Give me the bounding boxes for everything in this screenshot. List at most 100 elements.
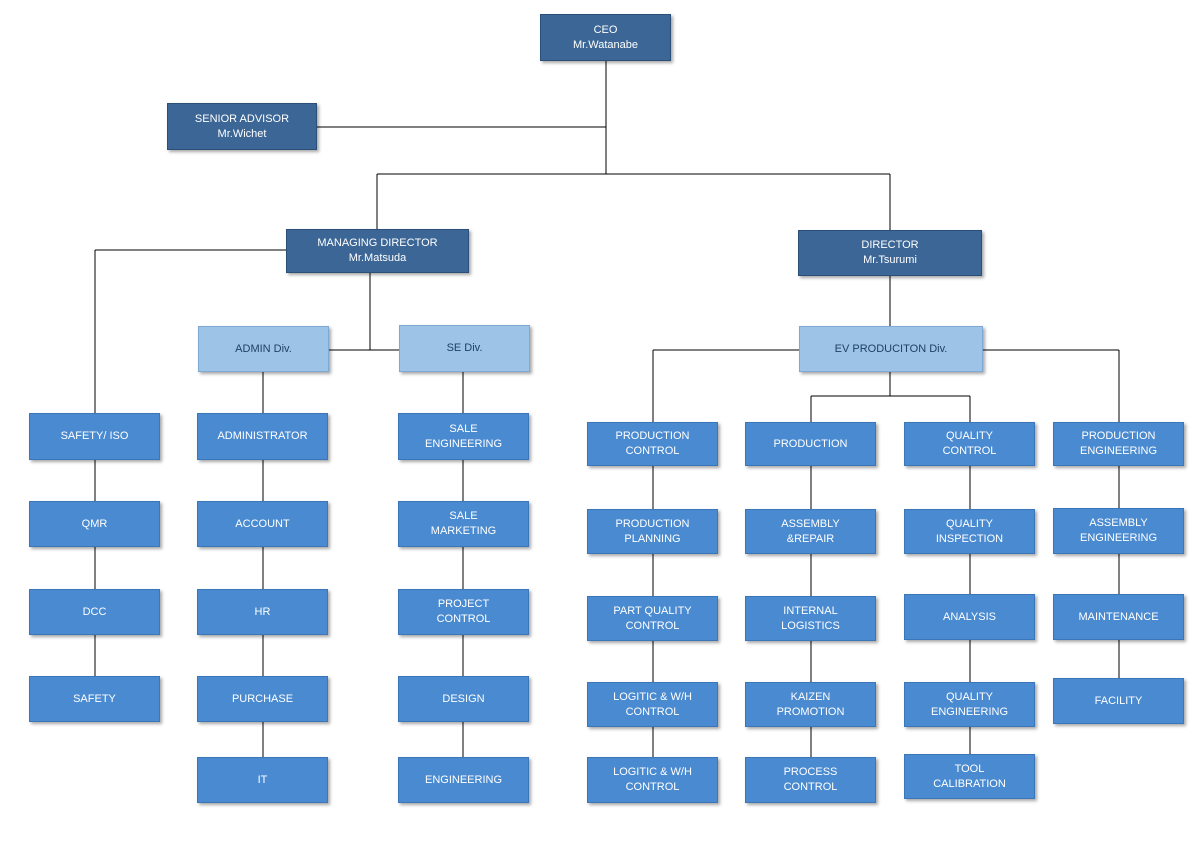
unit-production-planning: PRODUCTION PLANNING — [587, 509, 718, 554]
unit-assembly-engineering: ASSEMBLY ENGINEERING — [1053, 508, 1184, 554]
se-division-label: SE Div. — [446, 342, 483, 354]
unit-label: TOOL — [954, 762, 985, 775]
ceo-name: Mr.Watanabe — [572, 38, 638, 51]
unit-label: ASSEMBLY — [781, 517, 840, 530]
unit-label: LOGITIC & W/H — [613, 690, 692, 703]
unit-dcc: DCC — [29, 589, 160, 635]
se-division-box: SE Div. — [399, 325, 530, 372]
unit-label: KAIZEN — [790, 690, 831, 703]
unit-project-control: PROJECT CONTROL — [398, 589, 529, 635]
director-box: DIRECTOR Mr.Tsurumi — [798, 230, 982, 276]
unit-safety: SAFETY — [29, 676, 160, 722]
unit-label: PRODUCTION — [773, 437, 848, 450]
unit-kaizen-promotion: KAIZEN PROMOTION — [745, 682, 876, 727]
unit-sale-engineering: SALE ENGINEERING — [398, 413, 529, 460]
unit-label: QMR — [81, 517, 108, 530]
unit-label: QUALITY — [945, 690, 994, 703]
unit-administrator: ADMINISTRATOR — [197, 413, 328, 460]
unit-label: ASSEMBLY — [1089, 517, 1148, 529]
unit-maintenance: MAINTENANCE — [1053, 594, 1184, 640]
unit-label: LOGISTICS — [781, 619, 840, 632]
unit-label: &REPAIR — [786, 532, 835, 545]
unit-label: ENGINEERING — [424, 437, 502, 450]
unit-quality-engineering: QUALITY ENGINEERING — [904, 682, 1035, 727]
unit-label: CONTROL — [625, 705, 680, 718]
unit-label: MAINTENANCE — [1078, 610, 1159, 623]
unit-label: SAFETY — [73, 692, 116, 705]
unit-part-quality-control: PART QUALITY CONTROL — [587, 596, 718, 641]
unit-label: ENGINEERING — [1079, 532, 1157, 544]
unit-label: ACCOUNT — [235, 517, 290, 530]
unit-label: PRODUCTION — [615, 517, 690, 530]
unit-safety-iso: SAFETY/ ISO — [29, 413, 160, 460]
unit-label: INSPECTION — [935, 532, 1004, 545]
unit-analysis: ANALYSIS — [904, 594, 1035, 640]
unit-quality-control: QUALITY CONTROL — [904, 422, 1035, 466]
unit-production-control: PRODUCTION CONTROL — [587, 422, 718, 466]
unit-label: CONTROL — [625, 781, 680, 793]
unit-label: PROJECT — [437, 598, 490, 610]
senior-advisor-box: SENIOR ADVISOR Mr.Wichet — [167, 103, 317, 150]
unit-label: PRODUCTION — [615, 430, 690, 442]
ev-production-division-box: EV PRODUCITON Div. — [799, 326, 983, 372]
unit-design: DESIGN — [398, 676, 529, 722]
unit-label: FACILITY — [1094, 694, 1143, 707]
unit-logitic-wh-control: LOGITIC & W/H CONTROL — [587, 682, 718, 727]
unit-facility: FACILITY — [1053, 678, 1184, 724]
unit-assembly-repair: ASSEMBLY &REPAIR — [745, 509, 876, 554]
senior-advisor-title: SENIOR ADVISOR — [194, 112, 290, 125]
unit-label: IT — [257, 773, 268, 786]
unit-production-engineering: PRODUCTION ENGINEERING — [1053, 422, 1184, 466]
managing-director-box: MANAGING DIRECTOR Mr.Matsuda — [286, 229, 469, 273]
unit-tool-calibration: TOOL CALIBRATION — [904, 754, 1035, 799]
unit-label: ADMINISTRATOR — [217, 430, 308, 442]
unit-label: CONTROL — [625, 619, 680, 632]
unit-label: MARKETING — [430, 525, 497, 537]
unit-label: SALE — [449, 422, 478, 435]
unit-qmr: QMR — [29, 501, 160, 547]
unit-quality-inspection: QUALITY INSPECTION — [904, 509, 1035, 554]
unit-purchase: PURCHASE — [197, 676, 328, 722]
ev-production-division-label: EV PRODUCITON Div. — [834, 342, 948, 355]
unit-engineering: ENGINEERING — [398, 757, 529, 803]
unit-label: SAFETY/ ISO — [60, 430, 129, 442]
unit-label: QUALITY — [945, 517, 994, 530]
unit-label: DCC — [82, 605, 107, 618]
unit-label: ENGINEERING — [424, 773, 502, 786]
unit-label: QUALITY — [945, 430, 994, 442]
unit-label: CONTROL — [783, 781, 838, 793]
unit-label: SALE — [449, 510, 478, 522]
admin-division-box: ADMIN Div. — [198, 326, 329, 372]
unit-label: CONTROL — [436, 613, 491, 625]
unit-hr: HR — [197, 589, 328, 635]
unit-label: PRODUCTION — [1081, 430, 1156, 442]
director-name: Mr.Tsurumi — [863, 254, 917, 266]
unit-account: ACCOUNT — [197, 501, 328, 547]
unit-label: PART QUALITY — [613, 604, 692, 617]
unit-process-control: PROCESS CONTROL — [745, 757, 876, 803]
unit-label: DESIGN — [442, 692, 485, 705]
unit-label: CALIBRATION — [933, 777, 1006, 790]
unit-internal-logistics: INTERNAL LOGISTICS — [745, 596, 876, 641]
unit-label: PLANNING — [624, 532, 681, 545]
unit-production: PRODUCTION — [745, 422, 876, 466]
unit-label: HR — [254, 605, 271, 618]
senior-advisor-name: Mr.Wichet — [217, 127, 267, 140]
ceo-title: CEO — [593, 23, 618, 36]
unit-label: PROMOTION — [776, 705, 845, 718]
unit-label: ENGINEERING — [930, 705, 1008, 718]
unit-label: CONTROL — [625, 445, 680, 457]
unit-label: INTERNAL — [783, 604, 838, 617]
unit-label: PURCHASE — [231, 692, 294, 705]
unit-label: PROCESS — [783, 766, 838, 778]
unit-sale-marketing: SALE MARKETING — [398, 501, 529, 547]
ceo-box: CEO Mr.Watanabe — [540, 14, 671, 61]
unit-label: ENGINEERING — [1079, 445, 1157, 457]
unit-it: IT — [197, 757, 328, 803]
admin-division-label: ADMIN Div. — [235, 342, 292, 355]
unit-label: CONTROL — [942, 445, 997, 457]
director-title: DIRECTOR — [861, 239, 919, 251]
unit-label: LOGITIC & W/H — [613, 766, 692, 778]
unit-logitic-wh-control: LOGITIC & W/H CONTROL — [587, 757, 718, 803]
managing-director-title: MANAGING DIRECTOR — [317, 237, 438, 249]
